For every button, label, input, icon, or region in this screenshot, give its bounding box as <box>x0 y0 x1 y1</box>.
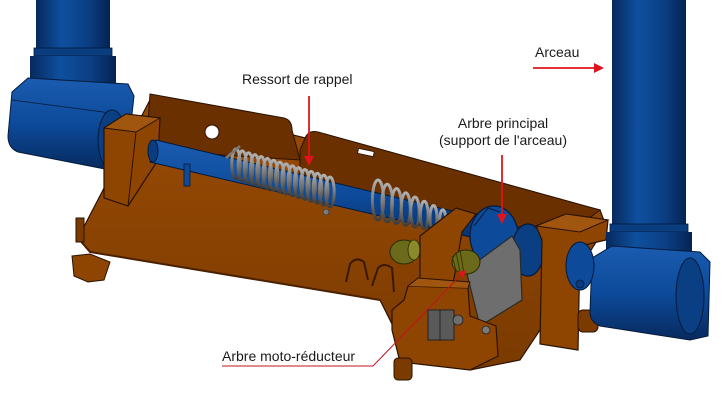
pin <box>322 208 330 216</box>
return-spring <box>230 147 336 209</box>
foot-front <box>393 357 413 381</box>
arrow-hoop <box>533 63 604 73</box>
spring-coil <box>267 158 280 192</box>
right-elbow-block <box>565 241 711 341</box>
spring-coil <box>324 175 336 209</box>
label-main-shaft-line2: (support de l'arceau) <box>439 132 567 148</box>
spring-coil <box>311 171 324 205</box>
arrow-motor-shaft <box>222 270 466 367</box>
spring-coil <box>418 199 430 231</box>
spring-coil <box>255 154 267 188</box>
arrow-spring <box>304 96 314 166</box>
spring-coil <box>318 173 330 207</box>
label-main-shaft-line1: Arbre principal <box>457 115 549 131</box>
left-bearing-block <box>102 113 162 207</box>
cam-plate <box>465 235 523 327</box>
spring-coil <box>299 168 311 202</box>
spring-coil <box>242 151 255 185</box>
arrow-main-shaft <box>497 155 507 224</box>
u-bracket <box>345 258 395 293</box>
motor-mount-block <box>391 277 499 371</box>
spring-coil <box>280 162 292 196</box>
foot-left <box>71 217 111 283</box>
right-hoop-tube <box>606 0 692 256</box>
spring-coil <box>370 178 386 222</box>
label-return-spring: Ressort de rappel <box>242 71 353 87</box>
spring-coil <box>236 149 248 183</box>
pin <box>225 145 241 159</box>
label-main-shaft: Arbre principal (support de l'arceau) <box>428 115 578 149</box>
label-motor-shaft: Arbre moto-réducteur <box>222 348 356 364</box>
spring-coil <box>261 156 274 190</box>
label-hoop: Arceau <box>535 44 580 60</box>
spring-coil <box>292 166 305 200</box>
motor-gear <box>451 249 481 275</box>
motor-coupling <box>389 239 421 265</box>
spring-coil <box>249 153 261 187</box>
spring-coil <box>286 164 299 198</box>
left-hoop-tube <box>30 0 116 86</box>
spring-coil <box>274 160 286 194</box>
spring-coil <box>305 169 317 203</box>
